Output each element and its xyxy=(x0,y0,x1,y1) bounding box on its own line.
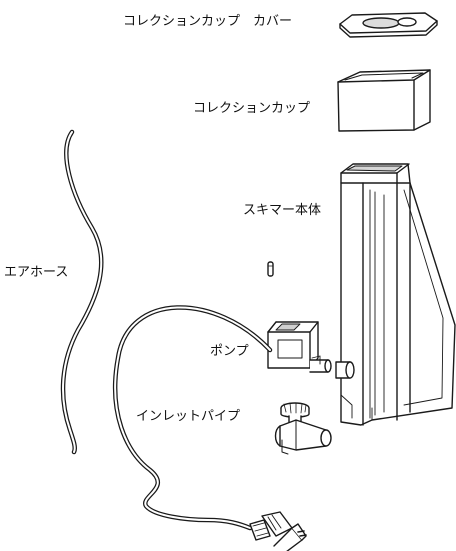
label-collection-cup: コレクションカップ xyxy=(193,101,311,116)
label-pump: ポンプ xyxy=(210,344,249,359)
label-air-hose: エアホース xyxy=(4,265,69,280)
collection-cup-cover xyxy=(339,12,438,38)
inlet-pipe xyxy=(274,402,332,455)
small-connector-part xyxy=(267,261,274,277)
label-inlet-pipe: インレットパイプ xyxy=(136,409,241,424)
skimmer-body xyxy=(340,163,456,426)
power-plug xyxy=(249,511,307,551)
label-collection-cup-cover: コレクションカップ カバー xyxy=(123,14,293,29)
label-skimmer-body: スキマー本体 xyxy=(243,203,322,218)
collection-cup xyxy=(337,69,431,132)
power-cord xyxy=(112,305,273,531)
pump xyxy=(267,321,355,379)
